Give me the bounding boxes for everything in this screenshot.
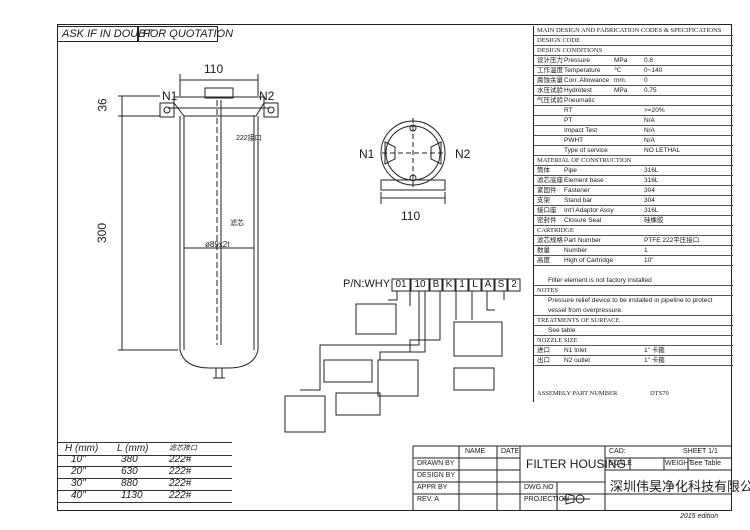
drawn-by-label: DRAWN BY: [417, 460, 455, 467]
title-date-header: DATE: [501, 448, 520, 455]
cartridge-note: Filter element is not factory installed: [534, 276, 733, 286]
title-name-header: NAME: [465, 448, 486, 455]
nozzle-title: NOZZLE SIZE: [534, 336, 733, 346]
cartridge-title: CARTRIDGE: [534, 226, 733, 236]
assembly-row: ASSEMBLY PART NUMBER DTS70: [537, 390, 669, 397]
revision-label: REV. A: [417, 496, 439, 503]
dimension-300: 300: [95, 222, 110, 244]
part-number-code: S: [497, 279, 505, 290]
part-number-prefix: P/N:WHY: [343, 278, 391, 290]
drawing-frame: [57, 24, 732, 511]
sheet-label: SHEET 1/1: [683, 448, 718, 455]
part-number-code: L: [472, 279, 478, 290]
diameter-label: ø89x2t: [205, 240, 230, 249]
gasket-label: 222接口: [236, 135, 262, 142]
notes-title: NOTES: [534, 286, 733, 296]
specification-panel: MAIN DESIGN AND FABRICATION CODES & SPEC…: [533, 26, 733, 402]
design-conditions-title: DESIGN CONDITIONS: [534, 46, 733, 56]
dwg-no-label: DWG.NO: [524, 484, 554, 491]
top-nozzle-n2-label: N2: [455, 147, 471, 161]
drawing-title: FILTER HOUSING: [526, 457, 626, 471]
dimension-110-front: 110: [204, 62, 224, 76]
part-number-code: 1: [459, 279, 465, 290]
size-table-header: H (mm) L (mm) 滤芯接口: [57, 442, 232, 456]
design-by-label: DESIGN BY: [417, 472, 456, 479]
material-title: MATERIAL OF CONSTRUCTION: [534, 156, 733, 166]
weight-value: See Table: [690, 460, 722, 467]
top-nozzle-n1-label: N1: [359, 147, 375, 161]
appr-by-label: APPR BY: [417, 484, 448, 491]
ask-if-in-doubt-label: ASK IF IN DOUBT: [57, 26, 152, 42]
design-code-row: DESIGN CODE: [534, 36, 733, 46]
company-name: 深圳伟昊净化科技有限公司: [610, 480, 750, 495]
notes-text-1: Pressure relief device to be installed i…: [548, 297, 713, 304]
dimension-36: 36: [95, 98, 110, 112]
part-number-code: 10: [414, 279, 426, 290]
surface-value: See table: [534, 326, 733, 336]
surface-title: TREATMENTS OF SURFACE: [534, 316, 733, 326]
part-number-code: K: [445, 279, 453, 290]
spec-title: MAIN DESIGN AND FABRICATION CODES & SPEC…: [534, 26, 733, 36]
nozzle-n1-label: N1: [162, 89, 178, 103]
nozzle-n2-label: N2: [259, 89, 275, 103]
cartridge-label: 滤芯: [230, 220, 244, 227]
for-quotation-label: FOR QUOTATION: [138, 26, 233, 42]
part-number-code: A: [484, 279, 492, 290]
part-number-code: 01: [395, 279, 407, 290]
part-number-code: B: [432, 279, 440, 290]
dimension-110-top: 110: [401, 209, 421, 223]
notes-text-2: vessel from overpressure.: [534, 306, 733, 316]
part-number-code: 2: [511, 279, 517, 290]
weight-label: WEIGHT: [665, 460, 693, 467]
edition-label: 2015 edition: [680, 513, 719, 520]
scale-label: SCALE: [609, 460, 632, 467]
projection-label: PROJECTION: [524, 496, 570, 503]
condition-row: RT>=20%: [534, 106, 733, 116]
cad-label: CAD:: [609, 448, 626, 455]
